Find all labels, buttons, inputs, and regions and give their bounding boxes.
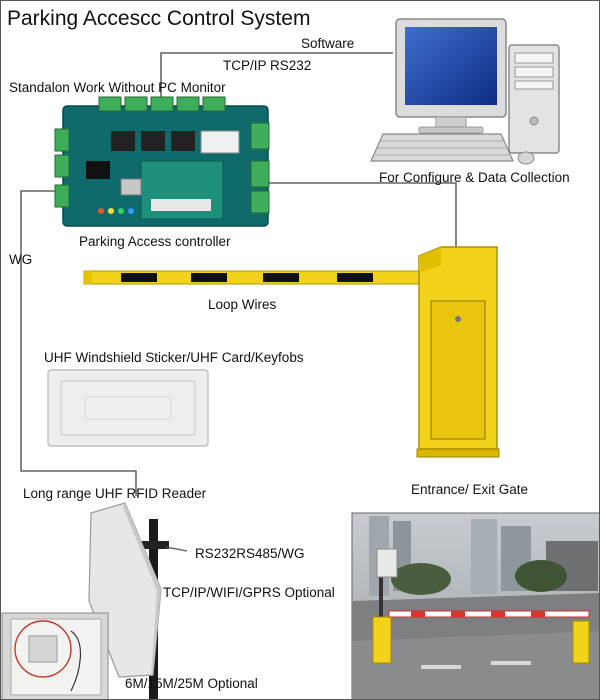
uhf-sticker-label: UHF Windshield Sticker/UHF Card/Keyfobs bbox=[44, 350, 304, 365]
gate-link-line bbox=[263, 182, 457, 251]
loop-wires-label: Loop Wires bbox=[208, 297, 277, 312]
tcpip-rs232-label: TCP/IP RS232 bbox=[223, 58, 312, 73]
tcpip-wifi-gprs-label: TCP/IP/WIFI/GPRS Optional bbox=[163, 585, 335, 600]
controller-label: Parking Access controller bbox=[79, 234, 231, 249]
software-link-line bbox=[160, 52, 393, 103]
barrier-arm-stripes bbox=[121, 273, 373, 282]
rs232-rs485-wg-label: RS232RS485/WG bbox=[195, 546, 305, 561]
monitor-icon bbox=[395, 18, 507, 134]
standalone-label: Standalon Work Without PC Monitor bbox=[9, 80, 226, 95]
long-range-reader-label: Long range UHF RFID Reader bbox=[23, 486, 207, 501]
software-label: Software bbox=[301, 36, 355, 51]
wg-label: WG bbox=[9, 252, 33, 267]
keyboard-icon bbox=[370, 133, 514, 162]
wg-link-line bbox=[20, 190, 137, 496]
range-options-label: 6M/15M/25M Optional bbox=[125, 676, 258, 691]
barrier-cabinet bbox=[416, 246, 500, 458]
pc-tower-icon bbox=[508, 44, 560, 154]
configure-label: For Configure & Data Collection bbox=[379, 170, 570, 185]
mouse-icon bbox=[517, 151, 535, 165]
entrance-gate-label: Entrance/ Exit Gate bbox=[411, 482, 529, 497]
diagram-title: Parking Accescc Control System bbox=[7, 7, 311, 30]
